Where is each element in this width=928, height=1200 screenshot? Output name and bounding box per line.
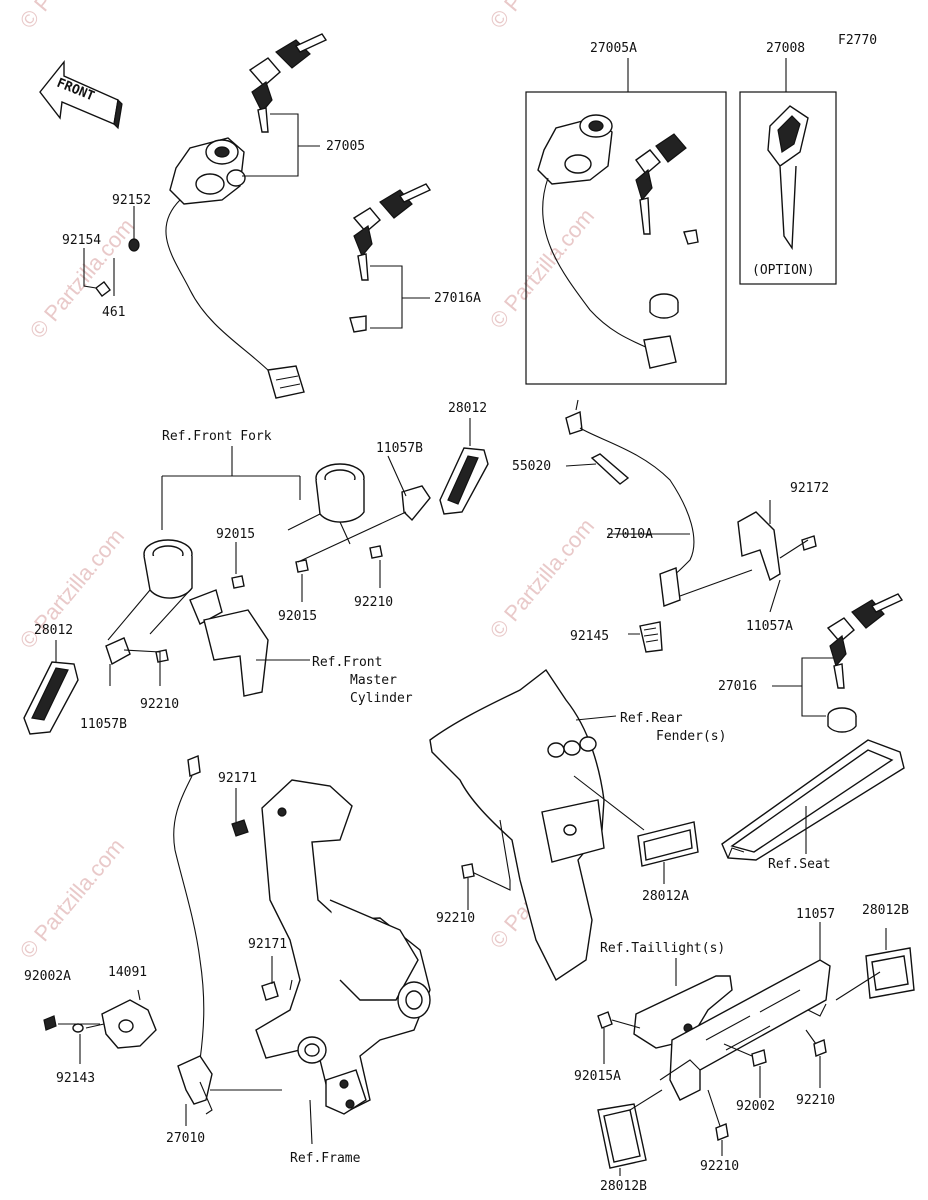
label-92210-e: 92210 (700, 1159, 739, 1174)
label-11057B-left: 11057B (80, 717, 127, 732)
label-92154: 92154 (62, 233, 101, 248)
label-92210-c: 92210 (436, 911, 475, 926)
label-92015A: 92015A (574, 1069, 621, 1084)
ref-rear-fender-1: Ref.Rear (620, 711, 683, 726)
taillight-bracket-icon (633, 975, 733, 1049)
reflector-28012B-bottom (597, 1103, 647, 1169)
label-461: 461 (102, 305, 125, 320)
label-28012-left: 28012 (34, 623, 73, 638)
reflector-28012A (637, 821, 699, 867)
box-27005A (525, 91, 727, 385)
ref-front-master-3: Cylinder (350, 691, 413, 706)
bracket-11057B-left (105, 637, 131, 666)
label-92210-b: 92210 (140, 697, 179, 712)
label-92210-d: 92210 (796, 1093, 835, 1108)
bracket-11057B-top (401, 485, 431, 522)
key-set-27016 (826, 593, 904, 733)
label-27005: 27005 (326, 139, 365, 154)
ref-front-master-2: Master (350, 673, 397, 688)
label-option: (OPTION) (752, 263, 815, 278)
seat-icon (721, 739, 905, 861)
watermark-8: © Partzilla.com (485, 0, 599, 33)
label-27010: 27010 (166, 1131, 205, 1146)
watermark-4: © Partzilla.com (485, 514, 599, 644)
reflector-28012B-right (865, 947, 915, 999)
reflector-28012-left (23, 661, 79, 735)
label-11057: 11057 (796, 907, 835, 922)
ref-front-master-1: Ref.Front (312, 655, 382, 670)
master-cylinder-guard-icon (203, 609, 269, 697)
label-28012B-b: 28012B (600, 1179, 647, 1194)
bracket-icon (189, 589, 223, 625)
box-27008 (739, 91, 837, 285)
ref-taillight: Ref.Taillight(s) (600, 941, 725, 956)
label-92145: 92145 (570, 629, 609, 644)
ref-rear-fender-2: Fender(s) (656, 729, 726, 744)
label-28012A: 28012A (642, 889, 689, 904)
ignition-switch-27005A (537, 114, 699, 369)
label-92152: 92152 (112, 193, 151, 208)
front-fork-right-icon (287, 463, 365, 545)
label-92002: 92002 (736, 1099, 775, 1114)
label-27005A: 27005A (590, 41, 637, 56)
label-92143: 92143 (56, 1071, 95, 1086)
label-55020: 55020 (512, 459, 551, 474)
seat-lock-cable-27010A (565, 399, 817, 653)
watermark-2: © Partzilla.com (485, 204, 599, 334)
ref-front-fork: Ref.Front Fork (162, 429, 272, 444)
key-icon (248, 33, 328, 133)
sensor-cable-27010 (43, 755, 279, 1115)
label-11057A: 11057A (746, 619, 793, 634)
watermark-7: © Partzilla.com (15, 0, 129, 33)
ref-frame: Ref.Frame (290, 1151, 361, 1166)
rear-fender-icon (429, 668, 605, 982)
ref-seat: Ref.Seat (768, 857, 831, 872)
label-27016A: 27016A (434, 291, 481, 306)
reflector-28012-top (439, 447, 489, 515)
watermark-5: © Partzilla.com (15, 834, 129, 964)
label-27008: 27008 (766, 41, 805, 56)
label-28012B-a: 28012B (862, 903, 909, 918)
label-92015-b: 92015 (278, 609, 317, 624)
front-arrow-icon: FRONT (39, 60, 123, 130)
front-fork-left-icon (107, 539, 193, 641)
key-set-27016A (349, 183, 432, 333)
label-28012-top: 28012 (448, 401, 487, 416)
label-14091: 14091 (108, 965, 147, 980)
label-92015-a: 92015 (216, 527, 255, 542)
label-92210-a: 92210 (354, 595, 393, 610)
figure-code: F2770 (838, 33, 877, 48)
label-92172: 92172 (790, 481, 829, 496)
frame-icon (255, 779, 431, 1115)
label-92171-a: 92171 (218, 771, 257, 786)
license-bracket-11057 (659, 959, 831, 1101)
label-27010A: 27010A (606, 527, 653, 542)
key-blank-27008 (767, 105, 809, 251)
label-92002A: 92002A (24, 969, 71, 984)
label-27016: 27016 (718, 679, 757, 694)
label-11057B-top: 11057B (376, 441, 423, 456)
label-92171-b: 92171 (248, 937, 287, 952)
ignition-switch-27005 (83, 33, 328, 399)
